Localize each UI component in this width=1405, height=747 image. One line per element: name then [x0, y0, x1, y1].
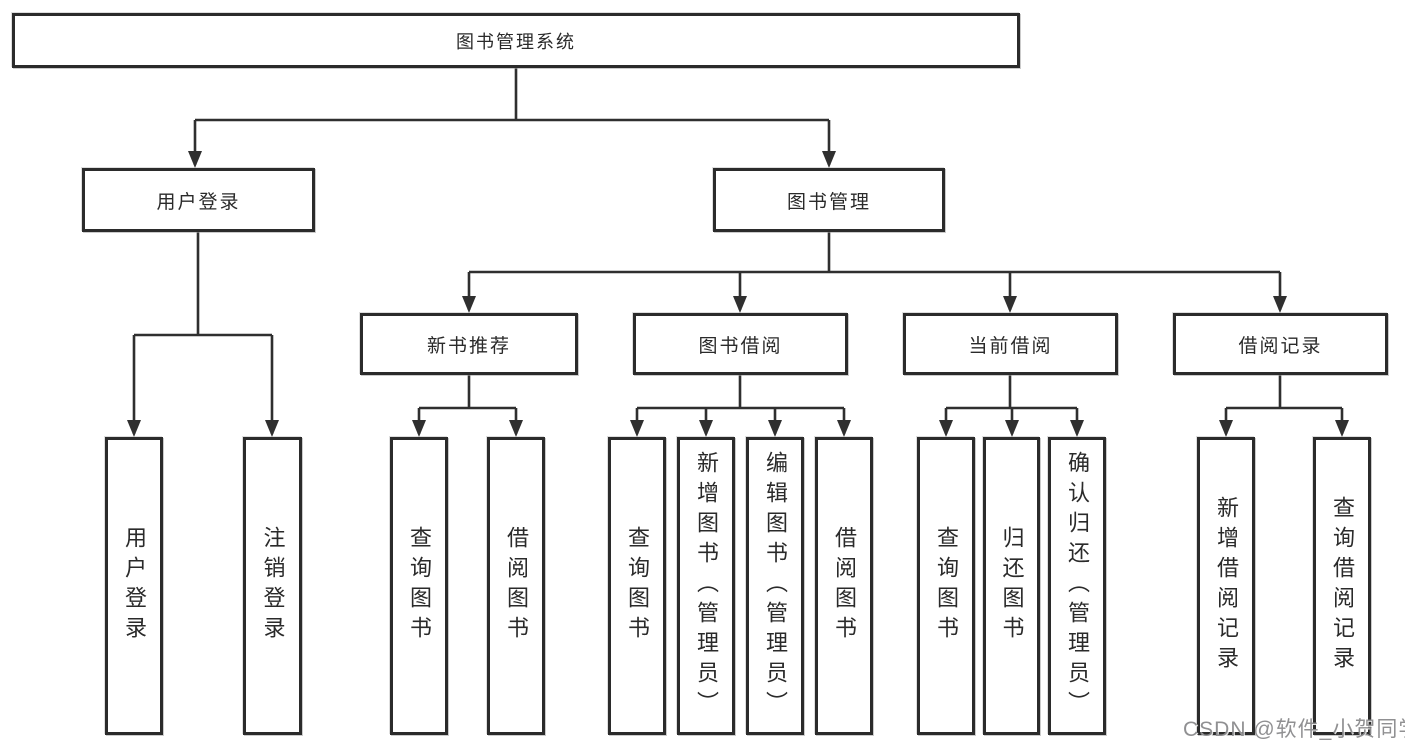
node-leaf-borrow-books: 借阅图书: [815, 437, 873, 735]
csdn-watermark: CSDN @软件_小贺同学: [1183, 718, 1405, 741]
node-leaf-query-books: 查询图书: [390, 437, 448, 735]
node-book-management: 图书管理: [713, 168, 945, 232]
arrowheads: [127, 151, 1349, 437]
node-borrow-records: 借阅记录: [1173, 313, 1388, 375]
node-current-borrow: 当前借阅: [903, 313, 1118, 375]
node-leaf-confirm-return-admin: 确认归还（管理员）: [1048, 437, 1106, 735]
node-leaf-user-login: 用户登录: [105, 437, 163, 735]
node-leaf-edit-books-admin: 编辑图书（管理员）: [746, 437, 804, 735]
node-leaf-add-books-admin: 新增图书（管理员）: [677, 437, 735, 735]
node-user-login: 用户登录: [82, 168, 315, 232]
node-library-management-system: 图书管理系统: [12, 13, 1020, 68]
node-leaf-add-borrow-record: 新增借阅记录: [1197, 437, 1255, 735]
node-book-borrow: 图书借阅: [633, 313, 848, 375]
node-leaf-logout: 注销登录: [243, 437, 302, 735]
node-leaf-borrow-books: 借阅图书: [487, 437, 545, 735]
node-leaf-return-books: 归还图书: [983, 437, 1040, 735]
node-leaf-query-borrow-record: 查询借阅记录: [1313, 437, 1371, 735]
node-leaf-query-books: 查询图书: [917, 437, 975, 735]
node-new-book-recommend: 新书推荐: [360, 313, 578, 375]
node-leaf-query-books: 查询图书: [608, 437, 666, 735]
